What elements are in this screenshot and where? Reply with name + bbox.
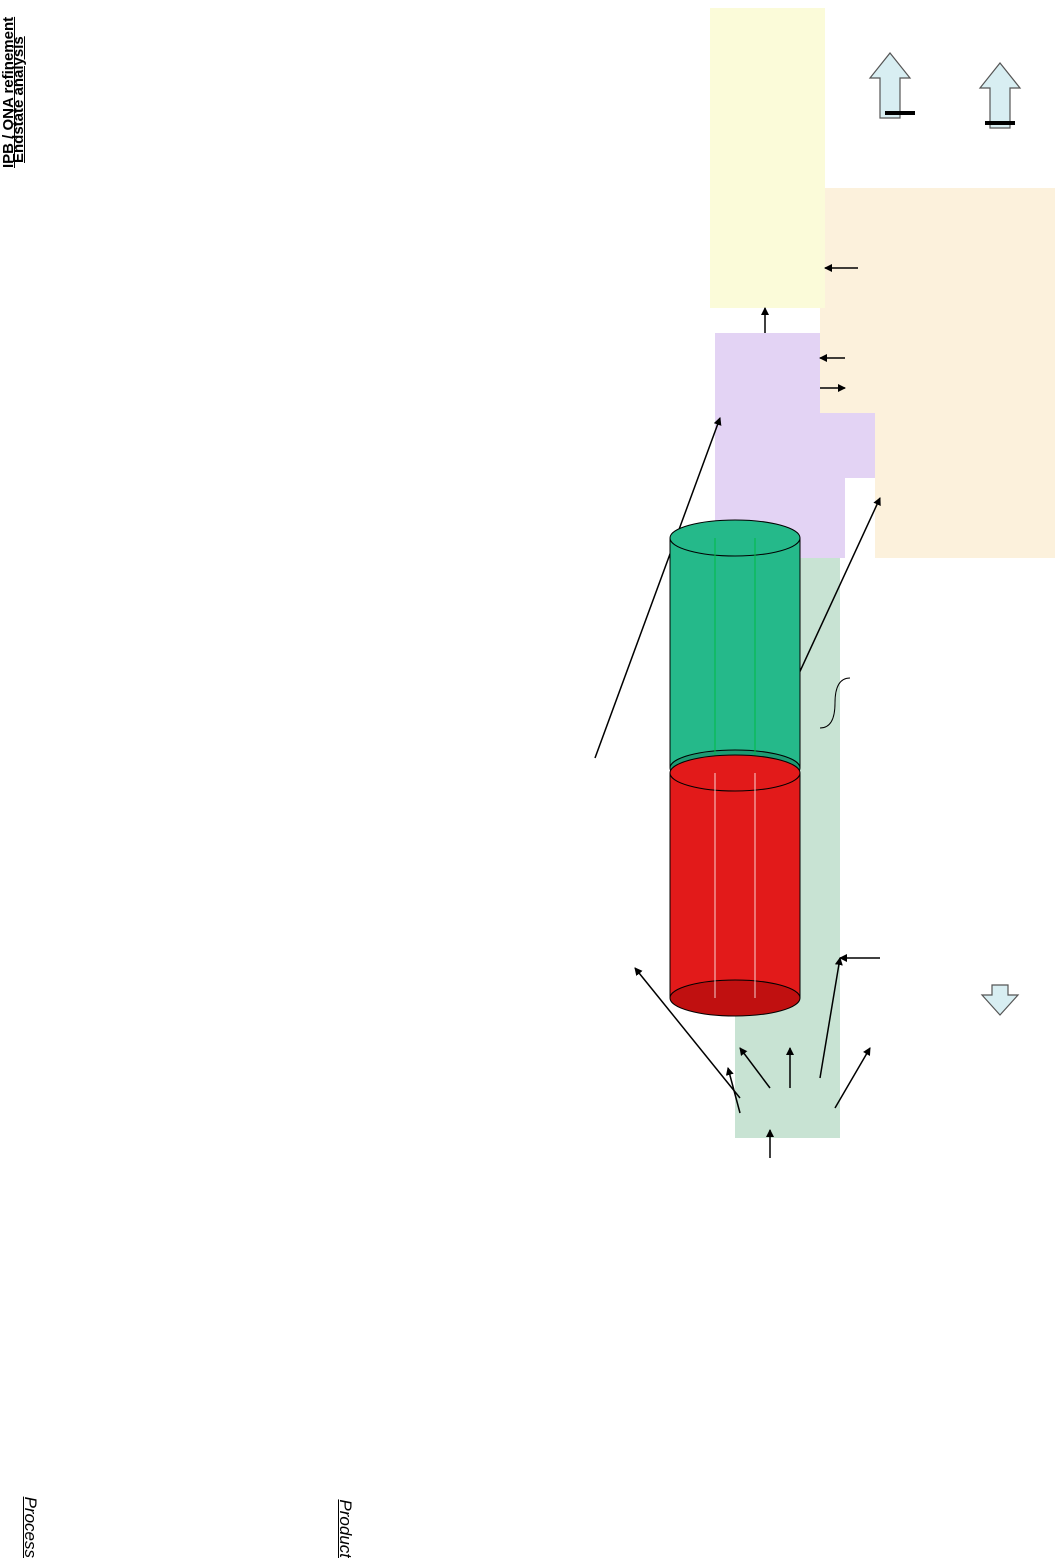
eto-arrow (868, 52, 912, 119)
ebap-band-ext (820, 188, 876, 413)
red-cylinders (669, 754, 801, 1017)
sync-band (710, 8, 825, 308)
ebap-band (875, 188, 1055, 558)
action-development-band (715, 333, 845, 558)
green-cylinders (669, 519, 801, 787)
eba-arrow (978, 62, 1022, 129)
header-ipb: IPB / ONA refinement (0, 16, 17, 168)
product-label: Product (336, 1499, 355, 1558)
brace-lines (819, 677, 851, 729)
action-development-tab (845, 413, 875, 478)
process-label: Process (21, 1496, 40, 1558)
input-arrow (980, 984, 1020, 1016)
